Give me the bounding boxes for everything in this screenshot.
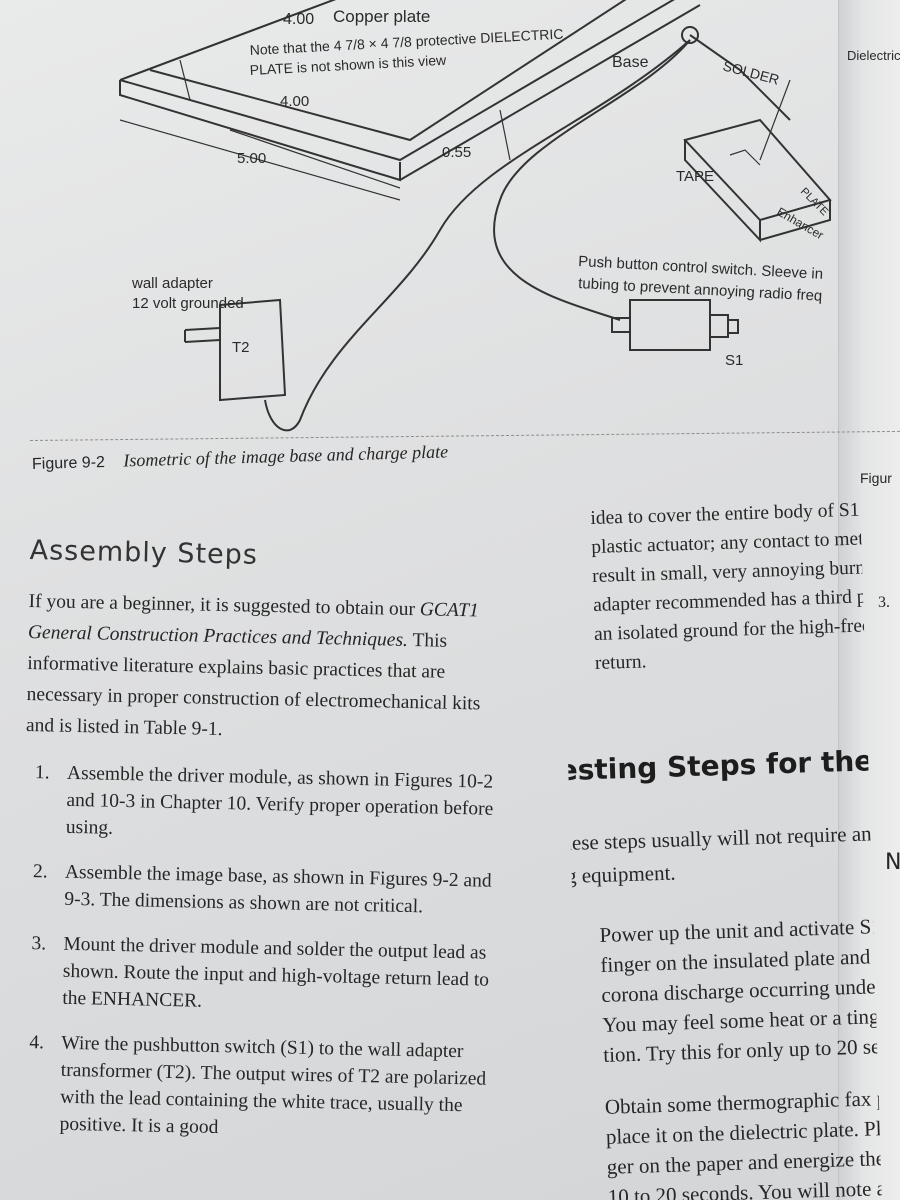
assembly-step: 4. Wire the pushbutton switch (S1) to the… <box>17 1029 489 1147</box>
step-text: Obtain some thermographic fax pap place … <box>604 1082 883 1200</box>
step-number: 2. <box>32 861 48 883</box>
wall-adapter-label-1: wall adapter <box>131 275 213 292</box>
assembly-step: 3. Mount the driver module and solder the… <box>20 930 492 1021</box>
s1-label: S1 <box>725 352 743 369</box>
assembly-step: 2. Assemble the image base, as shown in F… <box>22 858 493 922</box>
testing-step: 1. Power up the unit and activate S1. P … <box>560 911 883 1071</box>
testing-intro: These steps usually will not require any… <box>560 817 883 893</box>
step-text: Power up the unit and activate S1. P fin… <box>599 910 883 1070</box>
side-step-number: 3. <box>878 594 890 611</box>
step-number: 4. <box>29 1032 45 1054</box>
wall-adapter-label-2: 12 volt grounded <box>132 295 244 312</box>
dim-400-top: 4.00 <box>283 11 314 28</box>
step-text: Assemble the driver module, as shown in … <box>65 762 494 839</box>
continued-paragraph: idea to cover the entire body of S1 an p… <box>560 496 883 679</box>
base-label: Base <box>612 54 649 71</box>
book-gutter <box>838 0 900 1200</box>
testing-step: 2. Obtain some thermographic fax pap pla… <box>560 1082 883 1200</box>
step-number: 3. <box>31 933 47 955</box>
testing-steps: 1. Power up the unit and activate S1. P … <box>560 911 883 1200</box>
dielectric-plate-label: Dielectric plate <box>847 48 900 63</box>
solder-label: SOLDER <box>721 57 781 87</box>
t2-label: T2 <box>232 339 250 356</box>
step-number: 2. <box>560 1095 574 1121</box>
step-number: 1. <box>34 762 50 784</box>
step-text: Wire the pushbutton switch (S1) to the w… <box>59 1032 487 1139</box>
dim-500: 5.00 <box>237 150 266 167</box>
dim-055: 0.55 <box>442 144 471 161</box>
assembly-intro: If you are a beginner, it is suggested t… <box>26 586 499 751</box>
testing-heading: Testing Steps for the Circ <box>560 742 883 788</box>
step-number: 1. <box>560 923 568 949</box>
assembly-steps: 1. Assemble the driver module, as shown i… <box>17 759 495 1147</box>
figure-number: Figure 9-2 <box>31 453 106 473</box>
dim-400-mid: 4.00 <box>280 93 309 110</box>
step-text: Mount the driver module and solder the o… <box>62 933 490 1012</box>
intro-start: If you are a beginner, it is suggested t… <box>28 590 416 621</box>
figure-caption-fragment: Figur <box>860 470 892 486</box>
assembly-heading: Assembly Steps <box>29 535 259 571</box>
side-heading-fragment: N <box>885 850 900 875</box>
left-column: Assembly Steps If you are a beginner, it… <box>17 535 500 1165</box>
step-text: Assemble the image base, as shown in Fig… <box>64 861 492 918</box>
right-column: idea to cover the entire body of S1 an p… <box>560 496 883 1200</box>
assembly-step: 1. Assemble the driver module, as shown i… <box>24 759 496 850</box>
isometric-diagram: 4.00 Copper plate Note that the 4 7/8 × … <box>119 0 900 432</box>
tape-label: TAPE <box>676 168 714 185</box>
copper-plate-label: Copper plate <box>333 7 430 26</box>
